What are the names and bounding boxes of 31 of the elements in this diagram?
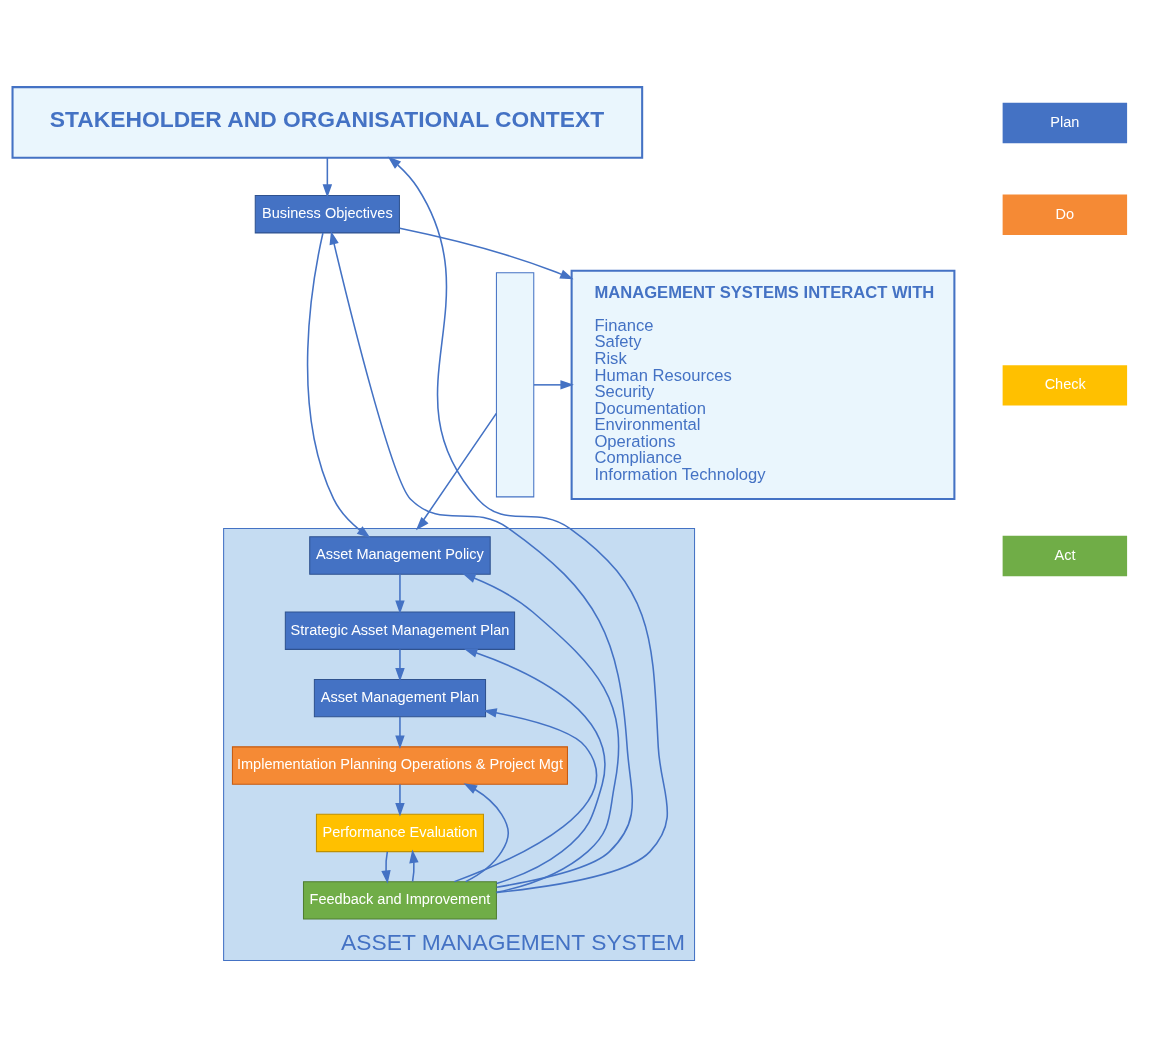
node-box: Implementation Planning Operations & Project Mgt [231,745,568,785]
legend-label: Do [1055,205,1075,222]
legend-label: Act [1054,546,1076,563]
arrow [387,156,669,893]
node-box: Asset Management Plan [313,678,487,717]
legend-label: Plan [1050,113,1080,130]
arrow [395,572,405,614]
node-box: Feedback and Improvement [302,880,497,920]
arrow [453,707,598,882]
arrow [398,227,574,279]
arrow [415,412,498,530]
arrow [533,379,574,390]
arrow [463,782,510,882]
arrow [322,156,333,198]
node-box: Performance Evaluation [315,813,484,852]
node-box: Business Objectives [254,194,400,233]
arrow [409,849,419,882]
arrow [329,230,633,888]
arrow [395,783,405,816]
node-box: MANAGEMENT SYSTEMS INTERACT WITH Finance Safety Risk Human Resources Security Documentation Environmental Operations Compliance Information Technology [570,269,956,500]
arrow [462,572,620,893]
node-box: Asset Management Policy [309,535,491,575]
node-box: Strategic Asset Management Plan [284,611,516,650]
node-box: STAKEHOLDER AND ORGANISATIONAL CONTEXT [11,85,644,159]
legend-label: Check [1044,375,1086,392]
arrow [395,715,405,749]
arrow [463,648,606,884]
arrow [381,850,391,884]
arrow [395,648,405,682]
node-bar [495,271,535,497]
arrow [306,231,371,538]
